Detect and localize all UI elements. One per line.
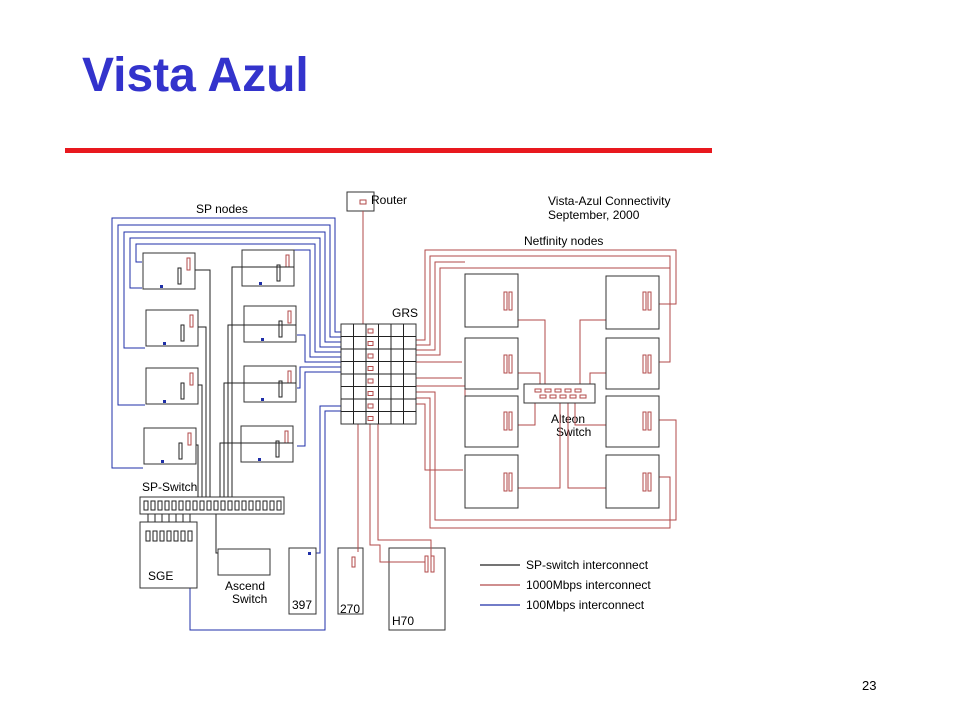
netfinity-nodes-label: Netfinity nodes <box>524 234 603 248</box>
netfinity-nodes-group <box>464 273 660 509</box>
netfinity-node <box>605 275 660 330</box>
diagram-heading: Vista-Azul Connectivity <box>548 194 671 208</box>
legend-item-1000mbps: 1000Mbps interconnect <box>480 578 651 592</box>
node-h70: H70 <box>388 547 446 631</box>
grs-red-port <box>367 366 374 371</box>
sge-port <box>152 530 158 542</box>
sp-node <box>243 305 297 343</box>
sp-node <box>145 367 199 405</box>
sp-switch-port <box>269 500 275 511</box>
legend: SP-switch interconnect 1000Mbps intercon… <box>480 558 651 612</box>
netfinity-node <box>464 273 519 328</box>
node-h70-label: H70 <box>392 614 414 628</box>
sp-switch-port <box>262 500 268 511</box>
alteon-switch <box>523 383 596 404</box>
netfinity-node <box>464 337 519 390</box>
page-number: 23 <box>862 678 877 693</box>
sp-switch <box>139 496 285 515</box>
grs-red-port <box>367 391 374 396</box>
sp-switch-port <box>192 500 198 511</box>
legend-item-100mbps: 100Mbps interconnect <box>480 598 645 612</box>
grs-red-port <box>367 353 374 359</box>
sge-node: SGE <box>139 521 198 589</box>
sp-node <box>142 252 196 290</box>
sge-port <box>166 530 172 542</box>
node-397: 397 <box>288 547 317 615</box>
node-270-label: 270 <box>340 602 360 616</box>
ascend-switch: Ascend Switch <box>217 548 271 606</box>
sp-node <box>143 427 197 465</box>
netfinity-node <box>464 454 519 509</box>
sp-node <box>241 249 295 287</box>
netfinity-node <box>605 454 660 509</box>
sp-nodes-group <box>142 249 297 465</box>
sge-port <box>187 530 193 542</box>
ascend-label-1: Ascend <box>225 579 265 593</box>
legend-label: 1000Mbps interconnect <box>526 578 651 592</box>
sge-port <box>159 530 165 542</box>
diagram-date: September, 2000 <box>548 208 640 222</box>
legend-label: SP-switch interconnect <box>526 558 649 572</box>
netfinity-node <box>605 395 660 448</box>
slide-title: Vista Azul <box>82 49 309 102</box>
sp-switch-port <box>143 500 149 511</box>
sge-port <box>173 530 179 542</box>
legend-item-sp-switch: SP-switch interconnect <box>480 558 649 572</box>
legend-label: 100Mbps interconnect <box>526 598 645 612</box>
sge-label: SGE <box>148 569 173 583</box>
grs-red-port <box>367 403 374 409</box>
grs-red-port <box>367 378 374 384</box>
grs-switch <box>340 323 417 425</box>
sp-switch-port <box>234 500 240 511</box>
sp-switch-port <box>157 500 163 511</box>
sp-switch-port <box>241 500 247 511</box>
sp-nodes-label: SP nodes <box>196 202 248 216</box>
sp-switch-port <box>185 500 191 511</box>
sge-port <box>145 530 151 542</box>
sp-switch-port <box>220 500 226 511</box>
sge-port <box>180 530 186 542</box>
sp-switch-port <box>178 500 184 511</box>
ascend-label-2: Switch <box>232 592 267 606</box>
sp-switch-port <box>206 500 212 511</box>
sp-switch-port <box>164 500 170 511</box>
sp-node <box>243 365 297 403</box>
netfinity-node <box>605 337 660 390</box>
netfinity-node <box>464 395 519 448</box>
node-397-label: 397 <box>292 598 312 612</box>
grs-red-port <box>367 416 374 421</box>
sp-switch-port <box>255 500 261 511</box>
sp-switch-port <box>276 500 282 511</box>
sp-switch-port <box>227 500 233 511</box>
sp-switch-port <box>150 500 156 511</box>
grs-label: GRS <box>392 306 418 320</box>
sp-switch-port <box>171 500 177 511</box>
title-underline <box>65 148 712 153</box>
grs-red-port <box>367 328 374 334</box>
sp-switch-label: SP-Switch <box>142 480 197 494</box>
sp-node <box>145 309 199 347</box>
sp-switch-port <box>248 500 254 511</box>
sp-node <box>240 425 294 463</box>
node-270: 270 <box>337 547 364 616</box>
alteon-label-2: Switch <box>556 425 591 439</box>
grs-red-port <box>367 341 374 346</box>
sp-switch-port <box>213 500 219 511</box>
sp-switch-port <box>199 500 205 511</box>
router-label: Router <box>371 193 407 207</box>
